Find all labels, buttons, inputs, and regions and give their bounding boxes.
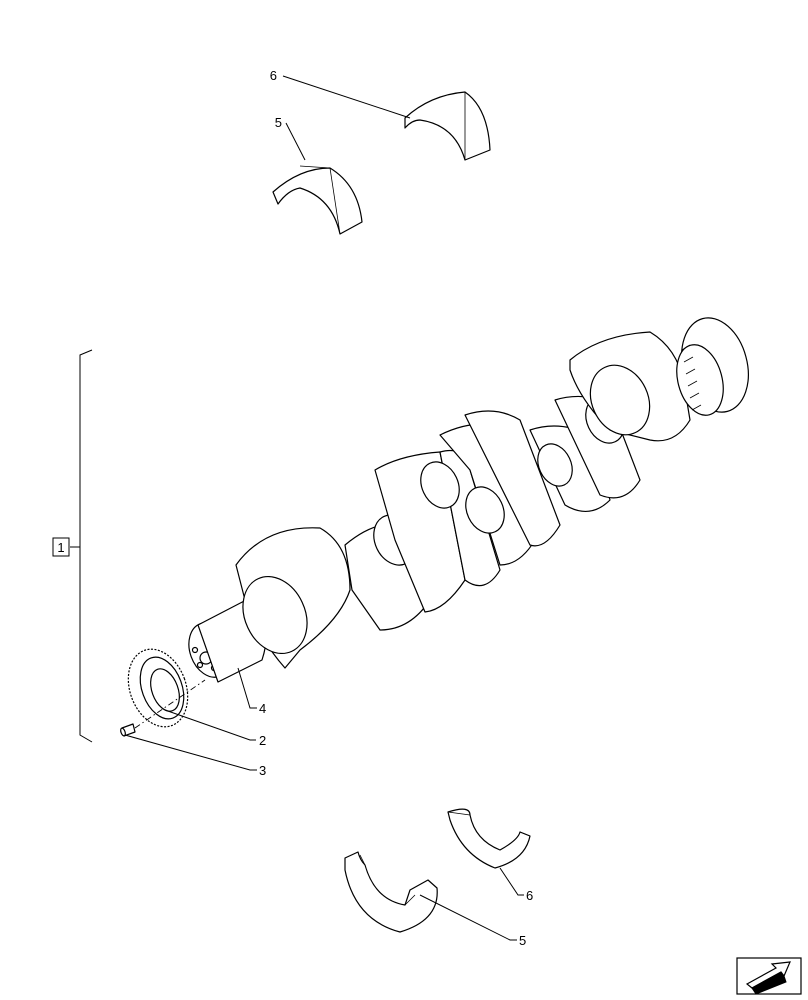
bearing-shell-bottom-5 <box>344 851 438 933</box>
bearing-shell-top-5 <box>272 165 363 235</box>
callout-5-bottom: 5 <box>519 933 526 948</box>
leader-lines <box>124 75 524 941</box>
arrow-nav-icon[interactable] <box>736 957 802 995</box>
callout-6-top: 6 <box>270 68 277 83</box>
crankshaft <box>188 317 749 683</box>
bearing-shell-bottom-6 <box>447 808 531 869</box>
callout-3: 3 <box>259 763 266 778</box>
pin-3 <box>120 723 136 737</box>
callout-2: 2 <box>259 733 266 748</box>
callout-5-top: 5 <box>275 115 282 130</box>
axis-line <box>134 679 206 729</box>
bearing-shell-top-6 <box>404 91 491 161</box>
callout-1: 1 <box>57 540 64 555</box>
callout-4: 4 <box>259 701 266 716</box>
assembly-bracket <box>70 349 93 743</box>
callout-6-bottom: 6 <box>526 888 533 903</box>
callout-box-1: 1 <box>52 537 70 557</box>
gear-2 <box>127 648 189 728</box>
